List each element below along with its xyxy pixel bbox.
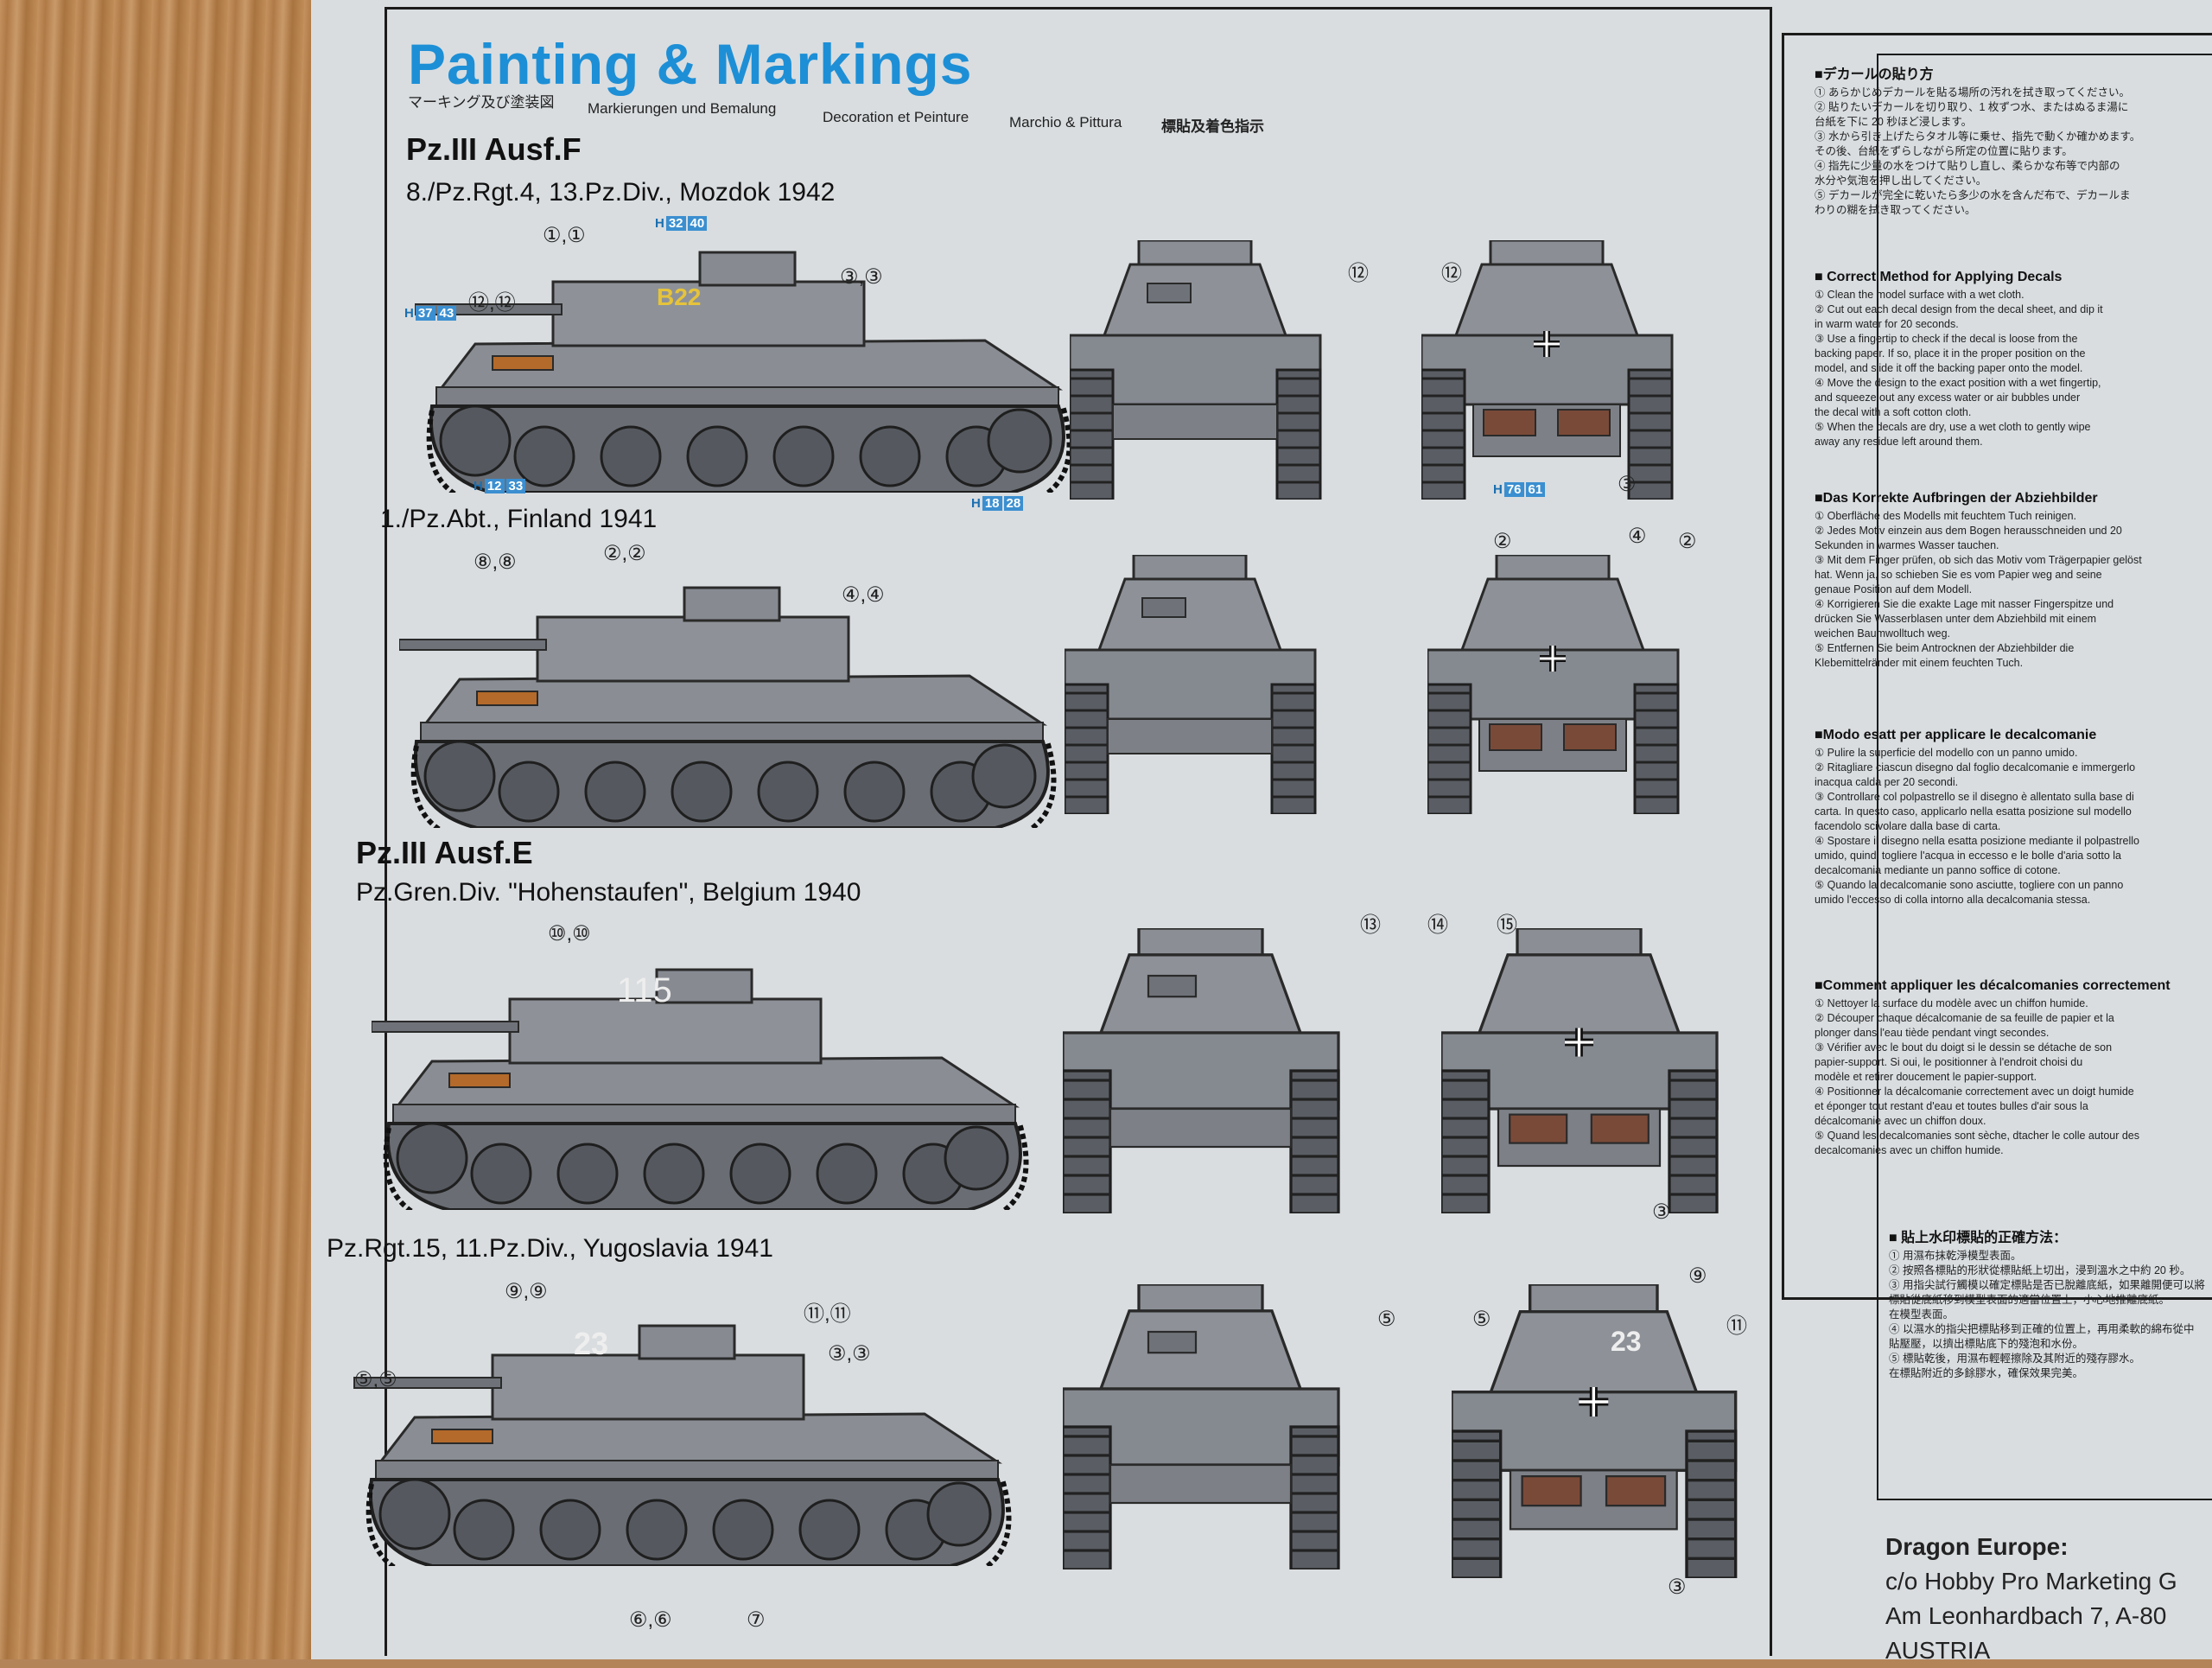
dragon-europe-title: Dragon Europe:	[1885, 1533, 2069, 1560]
instructions-italian: ■Modo esatt per applicare le decalcomani…	[1815, 728, 2140, 906]
dragon-address-line: Am Leonhardbach 7, A-80	[1885, 1602, 2167, 1629]
decal-callout: ③,③	[828, 1342, 871, 1366]
model-header-ausf-e: Pz.III Ausf.E	[356, 835, 533, 870]
decal-callout: ⑧,⑧	[474, 551, 517, 574]
decal-callout: ⑥,⑥	[629, 1608, 672, 1632]
decal-callout: ③	[1652, 1200, 1671, 1224]
decal-callout: ⑬	[1360, 914, 1381, 937]
decal-callout: ①,①	[543, 224, 586, 247]
tank-side-view-ausf-f-mozdok	[415, 242, 1089, 493]
decal-callout: ⑤,⑤	[354, 1368, 397, 1391]
model-header-ausf-f: Pz.III Ausf.F	[406, 131, 582, 167]
decal-callout: ②,②	[603, 542, 646, 565]
decal-callout: ⑤	[1472, 1308, 1491, 1331]
unit-header-mozdok: 8./Pz.Rgt.4, 13.Pz.Div., Mozdok 1942	[406, 178, 836, 207]
instructions-english: ■ Correct Method for Applying Decals ① C…	[1815, 270, 2103, 448]
instructions-inner-frame	[1877, 54, 2212, 1500]
unit-header-yugoslavia: Pz.Rgt.15, 11.Pz.Div., Yugoslavia 1941	[327, 1234, 773, 1263]
dragon-europe-address: Dragon Europe: c/o Hobby Pro Marketing G…	[1885, 1530, 2177, 1668]
unit-header-belgium: Pz.Gren.Div. "Hohenstaufen", Belgium 194…	[356, 878, 861, 907]
decal-callout: ⑦	[747, 1608, 766, 1632]
decal-callout: ⑩,⑩	[548, 922, 591, 945]
decal-callout: ⑨,⑨	[505, 1280, 548, 1303]
subtitle-german: Markierungen und Bemalung	[588, 100, 777, 117]
decal-callout: ⑫	[1441, 262, 1462, 285]
dragon-address-line: c/o Hobby Pro Marketing G	[1885, 1568, 2177, 1595]
tank-rear-view-belgium	[1441, 928, 1726, 1213]
tank-side-view-ausf-e-belgium	[372, 959, 1046, 1210]
decal-callout: ⑫,⑫	[468, 291, 516, 315]
decal-callout: ⑪,⑪	[804, 1302, 851, 1326]
tank-number-marking: 23	[1611, 1326, 1642, 1357]
subtitle-french: Decoration et Peinture	[823, 109, 969, 125]
tank-number-marking: B22	[657, 283, 702, 310]
decal-callout: ③	[1618, 473, 1637, 496]
decal-callout: ⑫	[1348, 262, 1369, 285]
decal-callout: ⑭	[1427, 914, 1448, 937]
tank-side-view-finland	[399, 577, 1073, 828]
tank-front-view-belgium	[1063, 928, 1340, 1213]
decal-callout: ⑤	[1377, 1308, 1396, 1331]
subtitle-chinese: 標貼及着色指示	[1161, 118, 1264, 135]
decal-callout: ②	[1678, 530, 1697, 553]
tank-front-view-ausf-f-mozdok	[1070, 240, 1322, 500]
subtitle-japanese: マーキング及び塗装図	[408, 94, 555, 111]
subtitle-italian: Marchio & Pittura	[1009, 114, 1122, 131]
tank-number-marking: 23	[574, 1326, 609, 1361]
decal-callout: ③,③	[840, 265, 883, 289]
instructions-japanese: ■デカールの貼り方 ① あらかじめデカールを貼る場所の汚れを拭き取ってください。…	[1815, 67, 2141, 216]
markings-frame	[385, 7, 1772, 1656]
tank-rear-view-finland	[1427, 555, 1687, 814]
instructions-chinese: ■ 貼上水印標貼的正確方法： ① 用濕布抹乾淨模型表面。② 按照各標貼的形狀從標…	[1889, 1231, 2205, 1379]
instructions-french: ■Comment appliquer les décalcomanies cor…	[1815, 978, 2171, 1156]
wooden-table-background	[0, 0, 328, 1659]
unit-header-finland: 1./Pz.Abt., Finland 1941	[380, 505, 658, 533]
decal-callout: ⑨	[1688, 1264, 1707, 1288]
tank-number-marking: 115	[617, 971, 672, 1009]
tank-rear-view-yugoslavia	[1452, 1284, 1745, 1578]
tank-front-view-yugoslavia	[1063, 1284, 1340, 1569]
instructions-frame	[1782, 33, 2212, 1300]
decal-callout: ⑮	[1497, 914, 1517, 937]
page-title: Painting & Markings	[408, 32, 973, 96]
decal-callout: ②	[1493, 530, 1512, 553]
tank-side-view-yugoslavia	[350, 1315, 1033, 1566]
tank-front-view-finland	[1065, 555, 1317, 814]
instructions-german: ■Das Korrekte Aufbringen der Abziehbilde…	[1815, 491, 2142, 669]
decal-callout: ③	[1668, 1576, 1687, 1599]
decal-callout: ⑪	[1726, 1315, 1747, 1338]
dragon-address-line: AUSTRIA	[1885, 1637, 1991, 1664]
decal-callout: ④	[1628, 525, 1647, 548]
decal-callout: ④,④	[842, 583, 885, 607]
